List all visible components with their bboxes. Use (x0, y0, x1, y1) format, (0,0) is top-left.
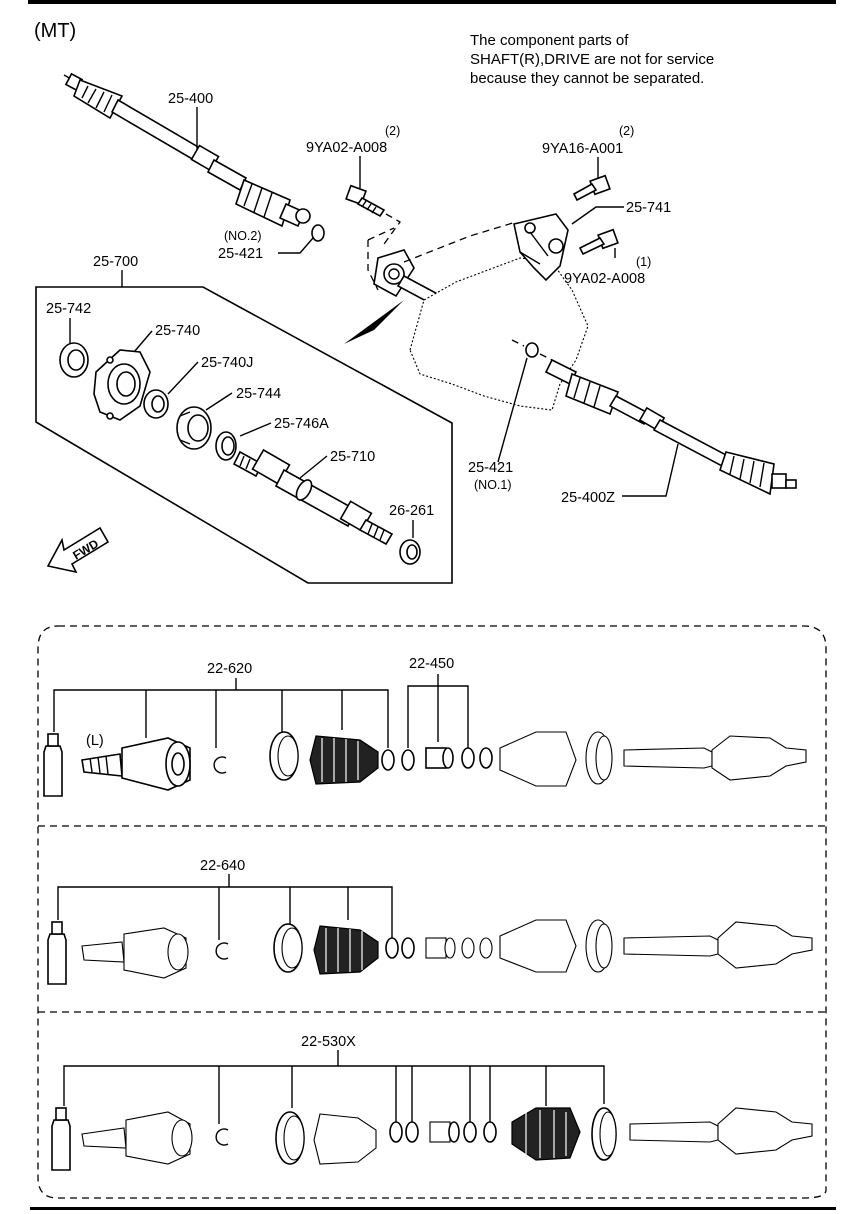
bolt-9ya02-top[interactable] (345, 184, 386, 218)
callout-25-421-no1-tag: (NO.1) (474, 478, 512, 492)
transmission-case-outline (409, 257, 589, 411)
grease-tube-row2[interactable] (47, 921, 67, 985)
callout-25-741: 25-741 (626, 200, 671, 216)
boot-row1[interactable] (309, 735, 379, 785)
grease-tube-row3[interactable] (51, 1107, 71, 1171)
note-line-2: SHAFT(R),DRIVE are not for service (470, 51, 714, 68)
note-line-3: because they cannot be separated. (470, 70, 704, 87)
kit-22-640-label: 22-640 (200, 858, 245, 874)
callout-9ya02-right: 9YA02-A008 (564, 271, 645, 287)
top-rule (28, 0, 836, 4)
callout-25-700: 25-700 (93, 254, 138, 270)
bolt-9ya16[interactable] (572, 174, 611, 202)
circlip-row3[interactable] (215, 1128, 229, 1146)
boot-band-large-row1[interactable] (269, 731, 299, 781)
callout-25-400z: 25-400Z (561, 490, 615, 506)
callout-9ya16: 9YA16-A001 (542, 141, 623, 157)
drive-shaft-right[interactable] (544, 358, 797, 496)
inner-boot-row3[interactable] (511, 1107, 581, 1161)
callout-9ya02-top-qty: (2) (385, 124, 400, 138)
seal-25-740j[interactable] (143, 389, 169, 419)
ghost-shaft-row2 (425, 919, 813, 973)
callout-25-740: 25-740 (155, 323, 200, 339)
callout-26-261: 26-261 (389, 503, 434, 519)
boot-band-large-row3[interactable] (275, 1111, 305, 1165)
boot-band-large-row2[interactable] (273, 923, 303, 973)
ghost-shaft-row1 (499, 731, 807, 787)
ring-25-746a[interactable] (215, 431, 237, 461)
shaft-25-710[interactable] (232, 448, 394, 546)
transmission-type-label: (MT) (34, 20, 76, 42)
inner-joint-parts-row3[interactable] (429, 1121, 497, 1143)
circlip-row1[interactable] (213, 756, 227, 774)
boot-band-small-row1[interactable] (381, 749, 415, 771)
kit-row-2: 22-640 (47, 858, 813, 985)
bottom-rule (30, 1207, 836, 1210)
outer-cv-joint-row3 (81, 1111, 193, 1165)
snap-ring-26-261[interactable] (399, 539, 421, 565)
pointer-arrow (344, 300, 404, 344)
snap-ring-no2[interactable] (311, 224, 325, 242)
kit-panel-outline (37, 625, 827, 1199)
callout-25-744: 25-744 (236, 386, 281, 402)
callout-25-421-no2-tag: (NO.2) (224, 229, 262, 243)
service-note: The component parts of SHAFT(R),DRIVE ar… (470, 32, 714, 87)
callout-25-746a: 25-746A (274, 416, 329, 432)
inner-boot-band-row3[interactable] (591, 1107, 617, 1161)
callout-25-421-b: 25-421 (468, 460, 513, 476)
kit-22-450-label: 22-450 (409, 656, 454, 672)
callout-9ya02-top: 9YA02-A008 (306, 140, 387, 156)
bearing-25-744[interactable] (176, 406, 212, 450)
callout-25-421-a: 25-421 (218, 246, 263, 262)
kit-22-530x-label: 22-530X (301, 1034, 356, 1050)
callout-9ya16-qty: (2) (619, 124, 634, 138)
boot-band-small-row3[interactable] (389, 1121, 419, 1143)
kit-row-1: 22-620 22-450 (L) (43, 656, 807, 797)
callout-25-742: 25-742 (46, 301, 91, 317)
circlip-row2[interactable] (215, 942, 229, 960)
kit-row-3: 22-530X (51, 1034, 813, 1171)
outer-cv-joint-row2 (81, 927, 189, 979)
callout-25-740j: 25-740J (201, 355, 253, 371)
grease-tube-row1[interactable] (43, 733, 63, 797)
snap-ring-no1[interactable] (525, 342, 539, 358)
forward-direction-arrow: FWD (46, 526, 110, 574)
callout-25-710: 25-710 (330, 449, 375, 465)
bearing-bracket-25-741[interactable] (513, 213, 569, 282)
ghost-boot-row3 (313, 1113, 377, 1165)
seal-25-742[interactable] (59, 342, 89, 378)
callout-9ya02-right-qty: (1) (636, 255, 651, 269)
ghost-shaft-row3 (629, 1107, 813, 1155)
callout-25-400: 25-400 (168, 91, 213, 107)
inner-joint-parts-row1[interactable] (425, 747, 493, 769)
boot-band-small-row2[interactable] (385, 937, 415, 959)
kit-22-620-label: 22-620 (207, 661, 252, 677)
bearing-housing-25-740[interactable] (93, 349, 151, 421)
drive-shaft-left[interactable] (63, 72, 311, 228)
outer-cv-joint-row1[interactable] (81, 737, 191, 791)
boot-row2[interactable] (313, 925, 379, 975)
assembly-25-700-box (35, 286, 453, 584)
left-side-tag: (L) (86, 733, 104, 749)
bolt-9ya02-right[interactable] (578, 228, 619, 256)
note-line-1: The component parts of (470, 32, 629, 49)
